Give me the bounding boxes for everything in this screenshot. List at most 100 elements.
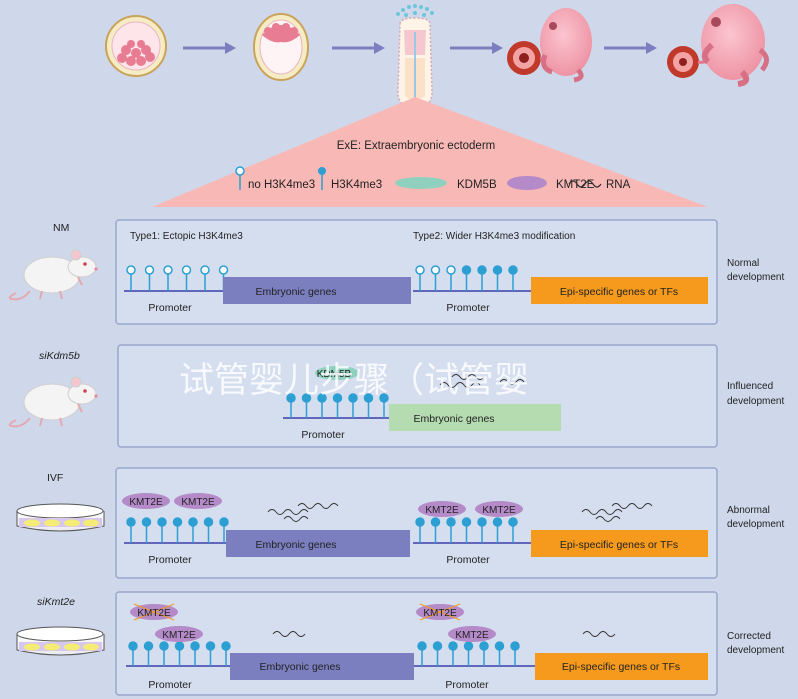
rna-squiggle <box>582 631 616 637</box>
h3k4me3-mark <box>417 641 427 651</box>
no-h3k4me3-mark <box>446 265 456 275</box>
legend-h3k4me3: H3K4me3 <box>318 167 382 191</box>
watermark-text: 试管婴儿步骤（试管婴 <box>179 361 529 401</box>
kmt2e-enzyme-label: KMT2E <box>482 505 516 516</box>
outcome-line1: Corrected <box>727 631 771 642</box>
late-fetus-illustration <box>667 4 769 87</box>
legend-kdm5b-label: KDM5B <box>457 179 497 191</box>
early-fetus-illustration <box>507 8 592 83</box>
no-h3k4me3-mark <box>126 265 136 275</box>
row-ivf: IVF KMT2E KMT2E Embryonic genes Promoter <box>16 467 784 579</box>
no-h3k4me3-mark <box>144 265 155 275</box>
kdm5b-enzyme-label: KDM5B <box>317 369 352 380</box>
h3k4me3-mark <box>415 517 425 527</box>
cross-icon <box>133 603 175 621</box>
h3k4me3-mark <box>190 641 200 651</box>
h3k4me3-mark <box>479 641 489 651</box>
epi-genes-label: Epi-specific genes or TFs <box>560 286 678 298</box>
h3k4me3-mark <box>143 641 154 651</box>
h3k4me3-mark <box>463 641 474 651</box>
outcome-line2: development <box>727 396 784 407</box>
gene-track-left <box>124 517 229 544</box>
embryonic-genes-label: Embryonic genes <box>255 286 336 298</box>
kmt2e-enzyme-label: KMT2E <box>455 630 489 641</box>
kmt2e-enzyme-label: KMT2E <box>181 497 215 508</box>
epi-genes-box <box>531 277 708 304</box>
legend-kdm5b: KDM5B <box>395 177 497 191</box>
h3k4me3-mark <box>332 393 343 403</box>
h3k4me3-mark <box>508 265 518 275</box>
h3k4me3-mark <box>363 393 374 403</box>
kdm5b-enzyme <box>315 366 359 380</box>
h3k4me3-mark <box>141 517 152 527</box>
h3k4me3-mark <box>126 517 136 527</box>
open-lollipop-icon <box>235 166 245 176</box>
cross-icon <box>419 603 461 621</box>
h3k4me3-mark <box>379 393 389 403</box>
legend-rna-label: RNA <box>606 179 631 191</box>
kmt2e-enzyme-label: KMT2E <box>137 608 171 619</box>
outcome-line2: development <box>727 519 784 530</box>
h3k4me3-mark <box>461 265 472 275</box>
h3k4me3-mark <box>492 517 503 527</box>
epi-genes-label: Epi-specific genes or TFs <box>562 661 680 673</box>
type1-label: Type1: Ectopic H3K4me3 <box>130 231 243 242</box>
legend-title: ExE: Extraembryonic ectoderm <box>337 140 496 152</box>
h3k4me3-mark <box>205 641 216 651</box>
h3k4me3-mark <box>128 641 138 651</box>
gene-track-right <box>413 265 532 292</box>
development-sequence <box>105 4 769 109</box>
gene-track-right <box>414 641 537 667</box>
h3k4me3-mark <box>221 641 231 651</box>
kmt2e-enzyme-label: KMT2E <box>162 630 196 641</box>
h3k4me3-mark <box>348 393 358 403</box>
h3k4me3-mark <box>317 393 327 403</box>
epi-genes-label: Epi-specific genes or TFs <box>560 539 678 551</box>
h3k4me3-mark <box>477 265 487 275</box>
legend-rna: RNA <box>568 179 631 191</box>
no-h3k4me3-mark <box>415 265 425 275</box>
egg-cylinder-illustration <box>396 4 434 109</box>
rna-squiggle-icon <box>568 180 602 188</box>
outcome-line1: Abnormal <box>727 505 770 516</box>
kmt2e-enzyme: KMT2E <box>174 493 222 509</box>
legend-h3k4me3-label: H3K4me3 <box>331 179 382 191</box>
outcome-line1: Influenced <box>727 381 773 392</box>
blastocyst-illustration <box>253 13 309 81</box>
legend-kmt2e-label: KMT2E <box>556 179 595 191</box>
row-nm: NM Type1: Ectopic H3K4me3 Type2: Wider H… <box>8 219 784 325</box>
h3k4me3-mark <box>188 517 198 527</box>
mouse-illustration <box>8 249 98 301</box>
promoter-label: Promoter <box>445 679 489 691</box>
gene-track <box>283 393 390 419</box>
sequence-arrow <box>604 42 657 54</box>
outcome-line2: development <box>727 272 784 283</box>
embryonic-genes-box <box>223 277 411 304</box>
outcome-line2: development <box>727 645 784 656</box>
h3k4me3-mark <box>492 265 503 275</box>
no-h3k4me3-mark <box>181 265 192 275</box>
rna-squiggles <box>439 374 525 388</box>
row-label: siKdm5b <box>39 350 80 362</box>
no-h3k4me3-mark <box>430 265 441 275</box>
row-panel <box>117 344 718 448</box>
kmt2e-enzyme-label: KMT2E <box>425 505 459 516</box>
h3k4me3-mark <box>174 641 185 651</box>
h3k4me3-mark <box>172 517 183 527</box>
embryonic-genes-box <box>389 404 561 431</box>
no-h3k4me3-mark <box>218 265 229 275</box>
gene-track-left <box>126 641 232 667</box>
kmt2e-enzyme: KMT2E <box>418 501 466 517</box>
h3k4me3-mark <box>301 393 312 403</box>
embryonic-genes-label: Embryonic genes <box>255 539 336 551</box>
epi-genes-box <box>531 530 708 557</box>
promoter-label: Promoter <box>148 679 192 691</box>
morula-illustration <box>105 15 167 77</box>
legend-triangle: ExE: Extraembryonic ectoderm no H3K4me3 … <box>152 97 708 207</box>
h3k4me3-mark <box>494 641 505 651</box>
kdm5b-ellipse-icon <box>395 177 447 189</box>
kmt2e-enzyme: KMT2E <box>475 501 523 517</box>
no-h3k4me3-mark <box>163 265 173 275</box>
sequence-arrow <box>450 42 503 54</box>
sequence-arrow <box>183 42 236 54</box>
